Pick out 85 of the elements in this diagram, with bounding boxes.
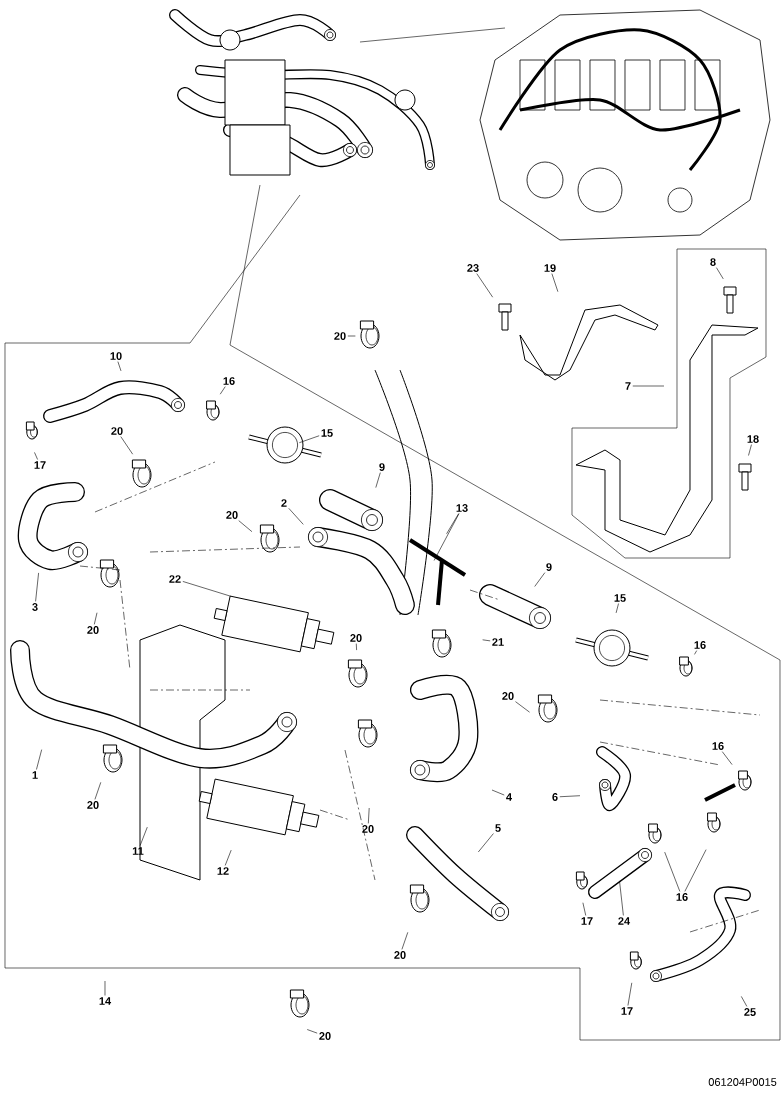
callout-number: 16 (712, 742, 724, 750)
leader-line (741, 996, 748, 1007)
leader-line (619, 880, 624, 916)
leader-line (684, 849, 707, 892)
leader-line (288, 507, 304, 525)
callout-number: 6 (552, 793, 558, 801)
leader-line (36, 749, 42, 770)
callout-number: 16 (694, 641, 706, 649)
callout-number: 9 (546, 563, 552, 571)
leader-line (582, 902, 587, 916)
callout-number: 17 (621, 1007, 633, 1015)
leader-line (306, 1029, 318, 1034)
callout-number: 14 (99, 997, 112, 1005)
leader-line (368, 807, 370, 824)
callout-number: 20 (87, 801, 99, 809)
callout-number: 20 (502, 692, 514, 700)
callout-number: 11 (132, 847, 144, 855)
leader-line (238, 520, 253, 532)
leader-line (355, 643, 357, 651)
callout-number: 20 (111, 427, 123, 435)
callout-number: 20 (226, 511, 238, 519)
leader-line (476, 273, 493, 298)
leader-line (375, 472, 381, 488)
leader-line (482, 639, 491, 642)
leader-line (299, 435, 320, 443)
leader-line (515, 701, 530, 713)
leader-line (491, 789, 505, 796)
leader-line (347, 335, 356, 337)
callout-number: 3 (32, 603, 38, 611)
leader-line (615, 603, 619, 614)
callout-number: 22 (169, 575, 181, 583)
leader-line (721, 751, 733, 765)
callout-number: 17 (34, 461, 46, 469)
leader-line (224, 849, 232, 866)
leader-line (117, 361, 122, 372)
callout-number: 7 (625, 382, 631, 390)
callout-number: 13 (456, 504, 468, 512)
leader-line (182, 581, 231, 597)
callout-number: 18 (747, 435, 759, 443)
leader-line (433, 513, 460, 561)
callout-number: 4 (506, 793, 512, 801)
leader-line (694, 650, 697, 655)
leader-line (219, 386, 226, 395)
leader-line (627, 982, 633, 1006)
callout-number: 16 (676, 893, 688, 901)
callout-number: 9 (379, 463, 385, 471)
leader-line (104, 980, 106, 996)
callout-number: 1 (32, 771, 38, 779)
leader-line (94, 612, 98, 625)
callout-number: 16 (223, 377, 235, 385)
leader-line (534, 572, 546, 587)
leader-line (748, 444, 752, 456)
leader-line (34, 452, 38, 460)
leader-line (446, 513, 459, 535)
callout-number: 5 (495, 824, 501, 832)
callout-number: 20 (334, 332, 346, 340)
callout-number: 24 (618, 917, 631, 925)
leader-line (139, 826, 148, 846)
callout-number: 20 (319, 1032, 331, 1040)
leader-line (716, 267, 724, 280)
leader-line (551, 273, 559, 292)
leader-line (632, 385, 665, 387)
callout-number: 10 (110, 352, 122, 360)
callout-number: 23 (467, 264, 479, 272)
callout-number: 17 (581, 917, 593, 925)
callout-number: 20 (350, 634, 362, 642)
leader-line (94, 782, 102, 800)
leader-line (478, 833, 494, 853)
leader-line (401, 932, 409, 950)
leader-line (559, 795, 581, 798)
callout-number: 15 (321, 429, 333, 437)
callout-number: 12 (217, 867, 229, 875)
callout-number: 19 (544, 264, 556, 272)
callout-number: 20 (362, 825, 374, 833)
callout-number: 20 (87, 626, 99, 634)
drawing-number: 061204P0015 (708, 1078, 777, 1086)
callout-number: 21 (492, 638, 504, 646)
leader-line (664, 851, 681, 892)
callout-number: 15 (614, 594, 626, 602)
leader-line (35, 572, 39, 602)
callout-number: 2 (281, 499, 287, 507)
leader-line (120, 436, 133, 455)
callout-number: 20 (394, 951, 406, 959)
callout-number: 8 (710, 258, 716, 266)
callout-number: 25 (744, 1008, 756, 1016)
